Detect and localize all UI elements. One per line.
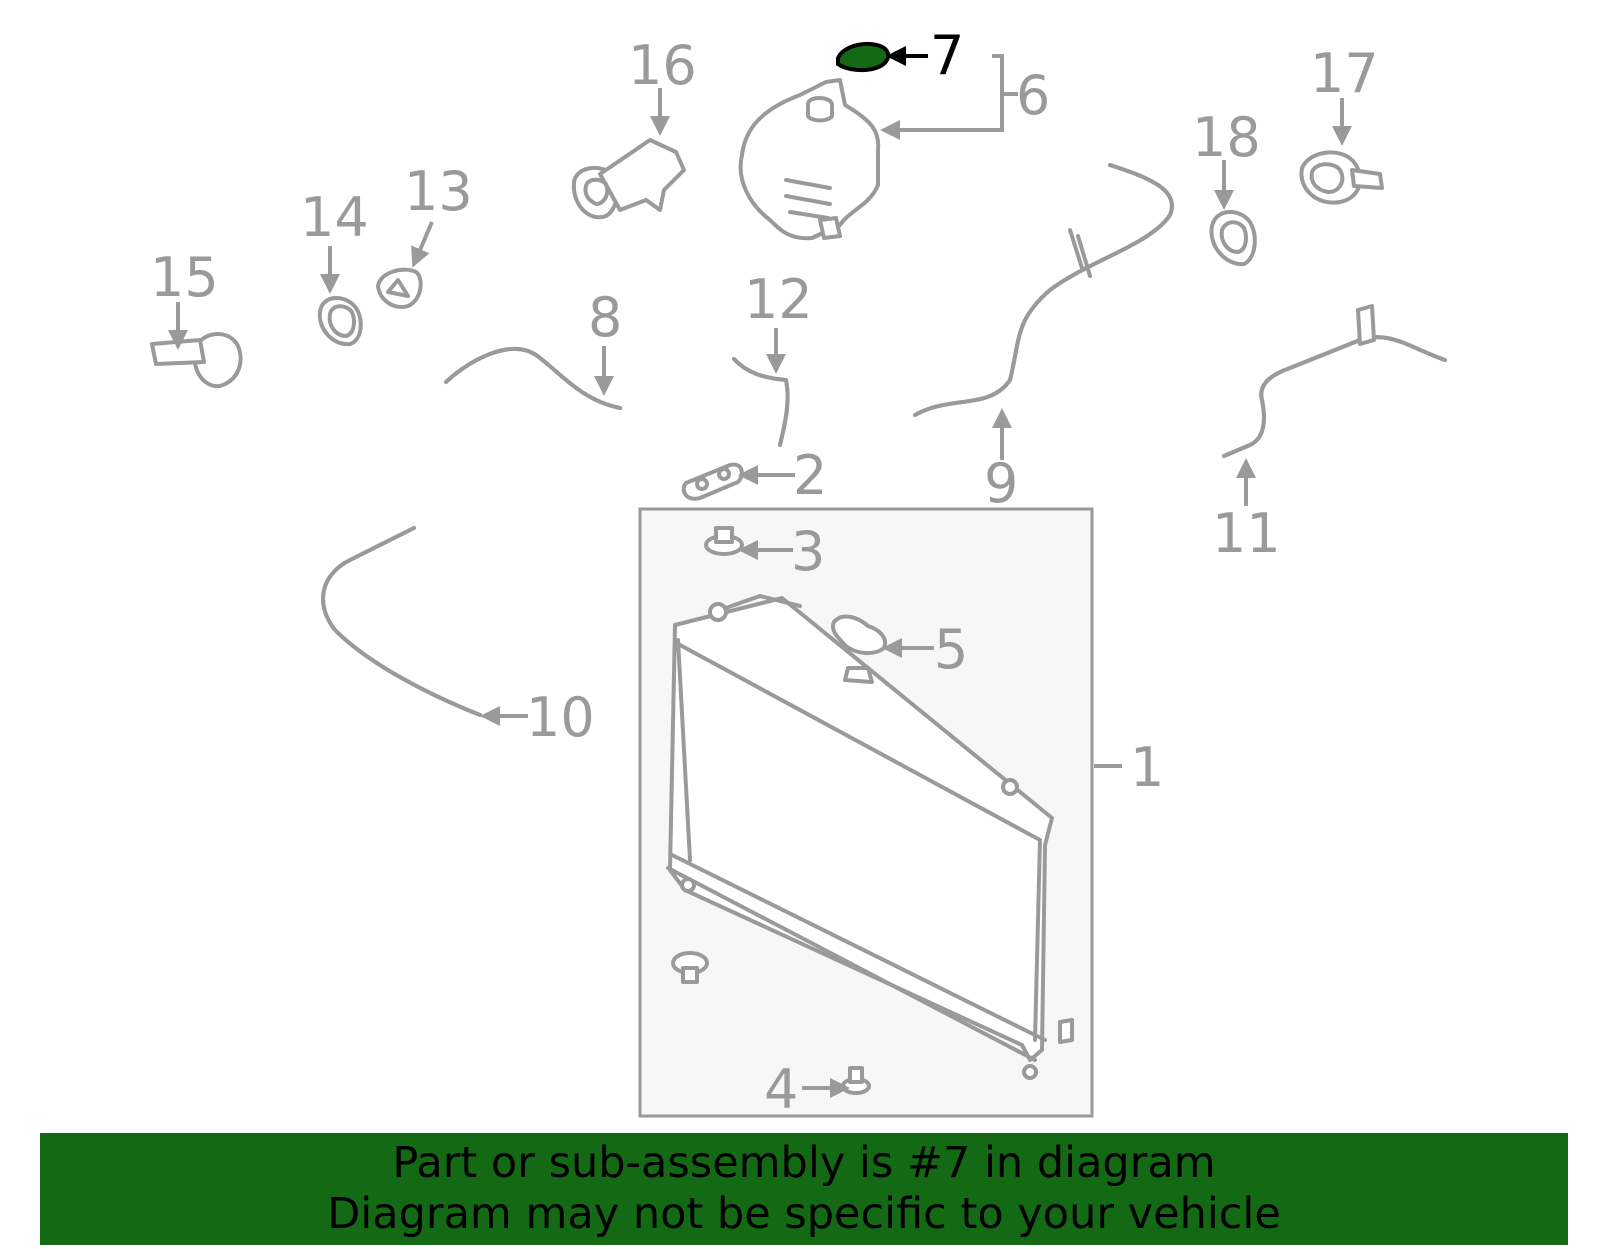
gasket-2 [681, 462, 744, 501]
callout-15: 15 [150, 246, 219, 309]
thermostat-13 [376, 267, 423, 309]
drain-plug-3 [704, 526, 744, 556]
callout-18: 18 [1192, 106, 1261, 169]
callout-13: 13 [404, 160, 473, 223]
callout-7: 7 [930, 24, 964, 87]
callout-11: 11 [1212, 502, 1281, 565]
reservoir-tank-6 [738, 78, 881, 241]
water-housing-17 [1299, 150, 1384, 205]
callout-12: 12 [744, 268, 813, 331]
callout-8: 8 [588, 286, 622, 349]
hose-12 [732, 357, 790, 447]
callout-4: 4 [764, 1058, 798, 1121]
water-outlet-15 [150, 332, 243, 389]
callout-10: 10 [526, 686, 595, 749]
gasket-14 [317, 296, 363, 347]
callout-14: 14 [300, 186, 369, 249]
radiator-drawing [666, 594, 1074, 1080]
callout-16: 16 [628, 34, 697, 97]
callout-6: 6 [1016, 64, 1050, 127]
hose-9 [913, 163, 1174, 417]
leader-lines [168, 46, 1352, 1098]
gasket-18 [1209, 210, 1257, 267]
banner-line-1: Part or sub-assembly is #7 in diagram [392, 1138, 1216, 1188]
reservoir-cap-7 [836, 41, 891, 73]
callout-1: 1 [1130, 736, 1164, 799]
banner-line-2: Diagram may not be specific to your vehi… [327, 1189, 1281, 1239]
callout-9: 9 [984, 452, 1018, 515]
callout-3: 3 [791, 520, 825, 583]
callout-17: 17 [1310, 42, 1379, 105]
hose-10 [321, 526, 482, 717]
callout-2: 2 [793, 444, 827, 507]
drain-plug-lower [671, 951, 709, 984]
info-banner: Part or sub-assembly is #7 in diagram Di… [40, 1133, 1568, 1245]
callout-5: 5 [934, 618, 968, 681]
water-housing-16 [571, 138, 686, 220]
